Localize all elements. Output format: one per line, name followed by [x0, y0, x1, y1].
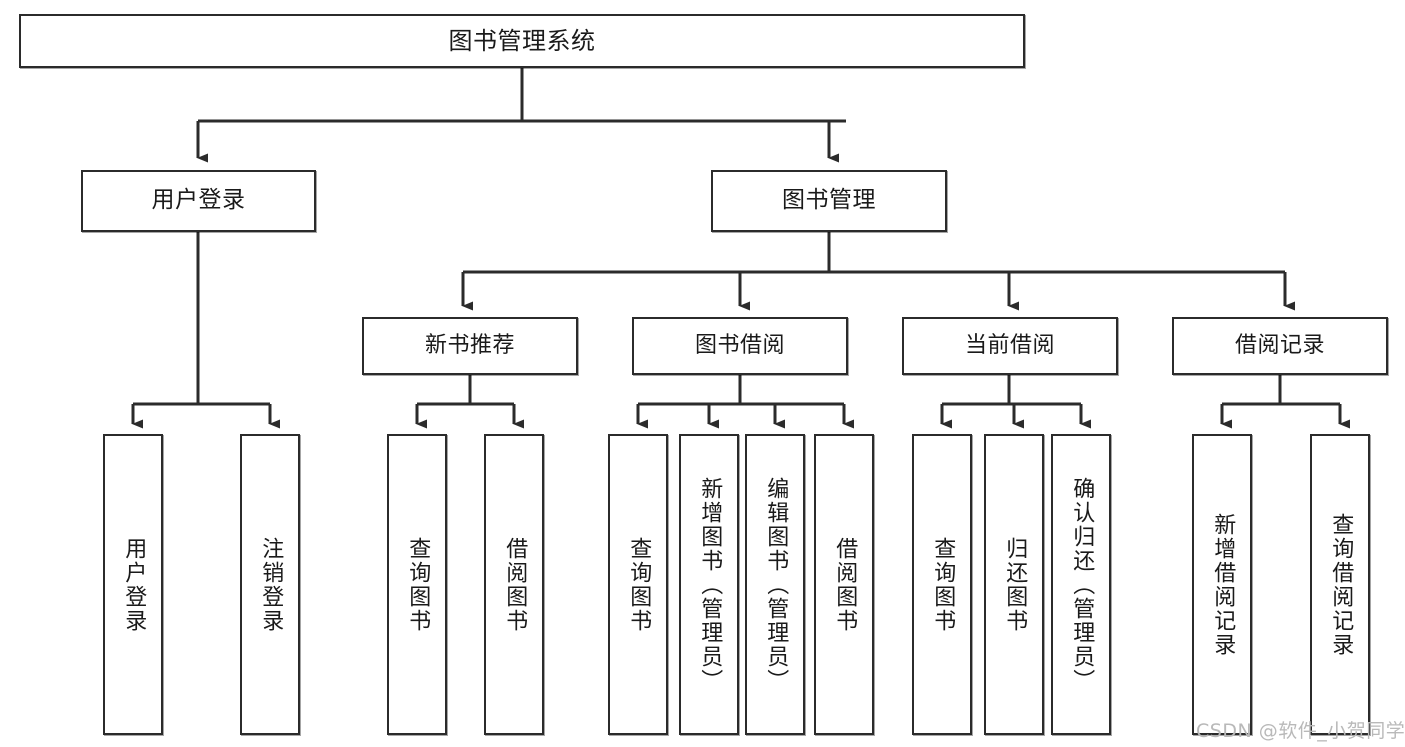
node-user-login[interactable]: 用户登录 — [81, 170, 316, 232]
node-leaf-query-book-1[interactable]: 查询图书 — [387, 434, 447, 735]
node-leaf-query-book-2[interactable]: 查询图书 — [608, 434, 668, 735]
node-leaf-query-record[interactable]: 查询借阅记录 — [1310, 434, 1370, 735]
node-leaf-confirm-return[interactable]: 确认归还（管理员） — [1051, 434, 1111, 735]
node-leaf-edit-book[interactable]: 编辑图书（管理员） — [745, 434, 805, 735]
node-leaf-add-record-label: 新增借阅记录 — [1210, 512, 1236, 657]
node-leaf-user-logout[interactable]: 注销登录 — [240, 434, 300, 735]
node-leaf-user-logout-label: 注销登录 — [258, 536, 284, 633]
node-book-borrow[interactable]: 图书借阅 — [632, 317, 848, 375]
node-leaf-borrow-book-2-label: 借阅图书 — [832, 536, 858, 633]
node-new-book-rec-label: 新书推荐 — [424, 332, 515, 358]
node-leaf-query-record-label: 查询借阅记录 — [1328, 512, 1354, 657]
node-borrow-record[interactable]: 借阅记录 — [1172, 317, 1388, 375]
node-leaf-return-book-label: 归还图书 — [1002, 536, 1028, 633]
node-book-borrow-label: 图书借阅 — [694, 332, 785, 358]
node-leaf-borrow-book-1-label: 借阅图书 — [502, 536, 528, 633]
node-leaf-user-login-label: 用户登录 — [121, 536, 147, 633]
node-book-manage[interactable]: 图书管理 — [711, 170, 947, 232]
node-book-manage-label: 图书管理 — [782, 187, 876, 214]
node-leaf-add-book-label: 新增图书（管理员） — [697, 476, 723, 693]
node-leaf-query-book-3-label: 查询图书 — [930, 536, 956, 633]
node-leaf-add-book[interactable]: 新增图书（管理员） — [679, 434, 739, 735]
node-leaf-add-record[interactable]: 新增借阅记录 — [1192, 434, 1252, 735]
node-current-borrow-label: 当前借阅 — [964, 332, 1055, 358]
node-leaf-query-book-2-label: 查询图书 — [626, 536, 652, 633]
node-leaf-query-book-1-label: 查询图书 — [405, 536, 431, 633]
node-borrow-record-label: 借阅记录 — [1234, 332, 1325, 358]
node-leaf-confirm-return-label: 确认归还（管理员） — [1069, 476, 1095, 693]
node-leaf-borrow-book-2[interactable]: 借阅图书 — [814, 434, 874, 735]
node-root-label: 图书管理系统 — [448, 26, 596, 55]
node-new-book-rec[interactable]: 新书推荐 — [362, 317, 578, 375]
node-leaf-return-book[interactable]: 归还图书 — [984, 434, 1044, 735]
node-user-login-label: 用户登录 — [151, 187, 246, 214]
node-leaf-edit-book-label: 编辑图书（管理员） — [763, 476, 789, 693]
node-leaf-borrow-book-1[interactable]: 借阅图书 — [484, 434, 544, 735]
node-leaf-user-login[interactable]: 用户登录 — [103, 434, 163, 735]
node-leaf-query-book-3[interactable]: 查询图书 — [912, 434, 972, 735]
node-current-borrow[interactable]: 当前借阅 — [902, 317, 1118, 375]
node-root[interactable]: 图书管理系统 — [19, 14, 1025, 68]
